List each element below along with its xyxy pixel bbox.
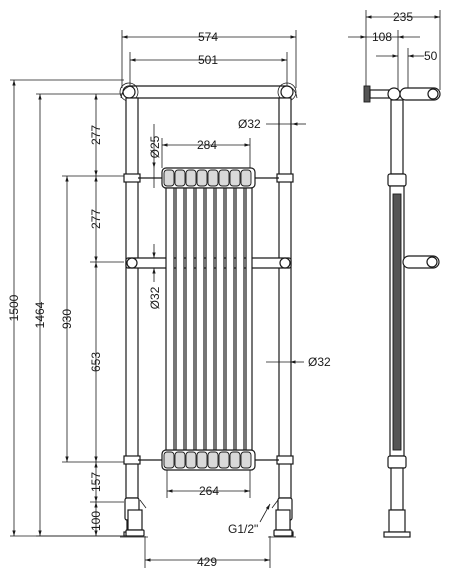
dim-height-mid-rail: 277 [89,209,103,229]
radiator-block [161,167,256,471]
dim-height-lower: 653 [89,352,103,372]
dim-height-overall: 1500 [7,294,21,321]
dim-height-bottom-section: 157 [89,472,103,492]
dim-width-overall: 574 [198,30,218,44]
dimension-labels: 574 501 284 264 429 Ø25 Ø32 Ø32 Ø32 G1/2… [7,30,331,569]
dim-height-top-rail: 277 [89,125,103,145]
dim-width-leg-centres: 429 [197,555,217,569]
feet [120,499,296,538]
dim-depth-wall: 108 [372,30,392,44]
dim-height-centres: 930 [60,309,74,329]
dim-diameter-column: Ø32 [148,286,162,309]
dim-depth-overall: 235 [393,10,413,24]
dim-width-rail: 501 [198,53,218,67]
dim-width-radiator-bottom: 264 [199,484,219,498]
right-column [276,97,294,537]
dimension-lines [12,35,306,562]
top-rail [119,82,298,102]
radiator-columns [165,187,253,451]
dim-width-radiator-top: 284 [197,138,217,152]
dim-diameter-leg: Ø32 [308,355,331,369]
front-elevation [10,30,298,568]
radiator-caps [163,169,252,469]
dim-height-rail: 1464 [33,301,47,328]
side-elevation: 235 108 50 [348,10,441,538]
left-column [123,97,141,537]
dim-diameter-tube-small: Ø25 [148,135,162,158]
dim-diameter-top: Ø32 [238,117,261,131]
dim-height-foot: 100 [89,511,103,531]
dim-thread-size: G1/2" [228,522,258,536]
dim-depth-offset: 50 [424,49,438,63]
